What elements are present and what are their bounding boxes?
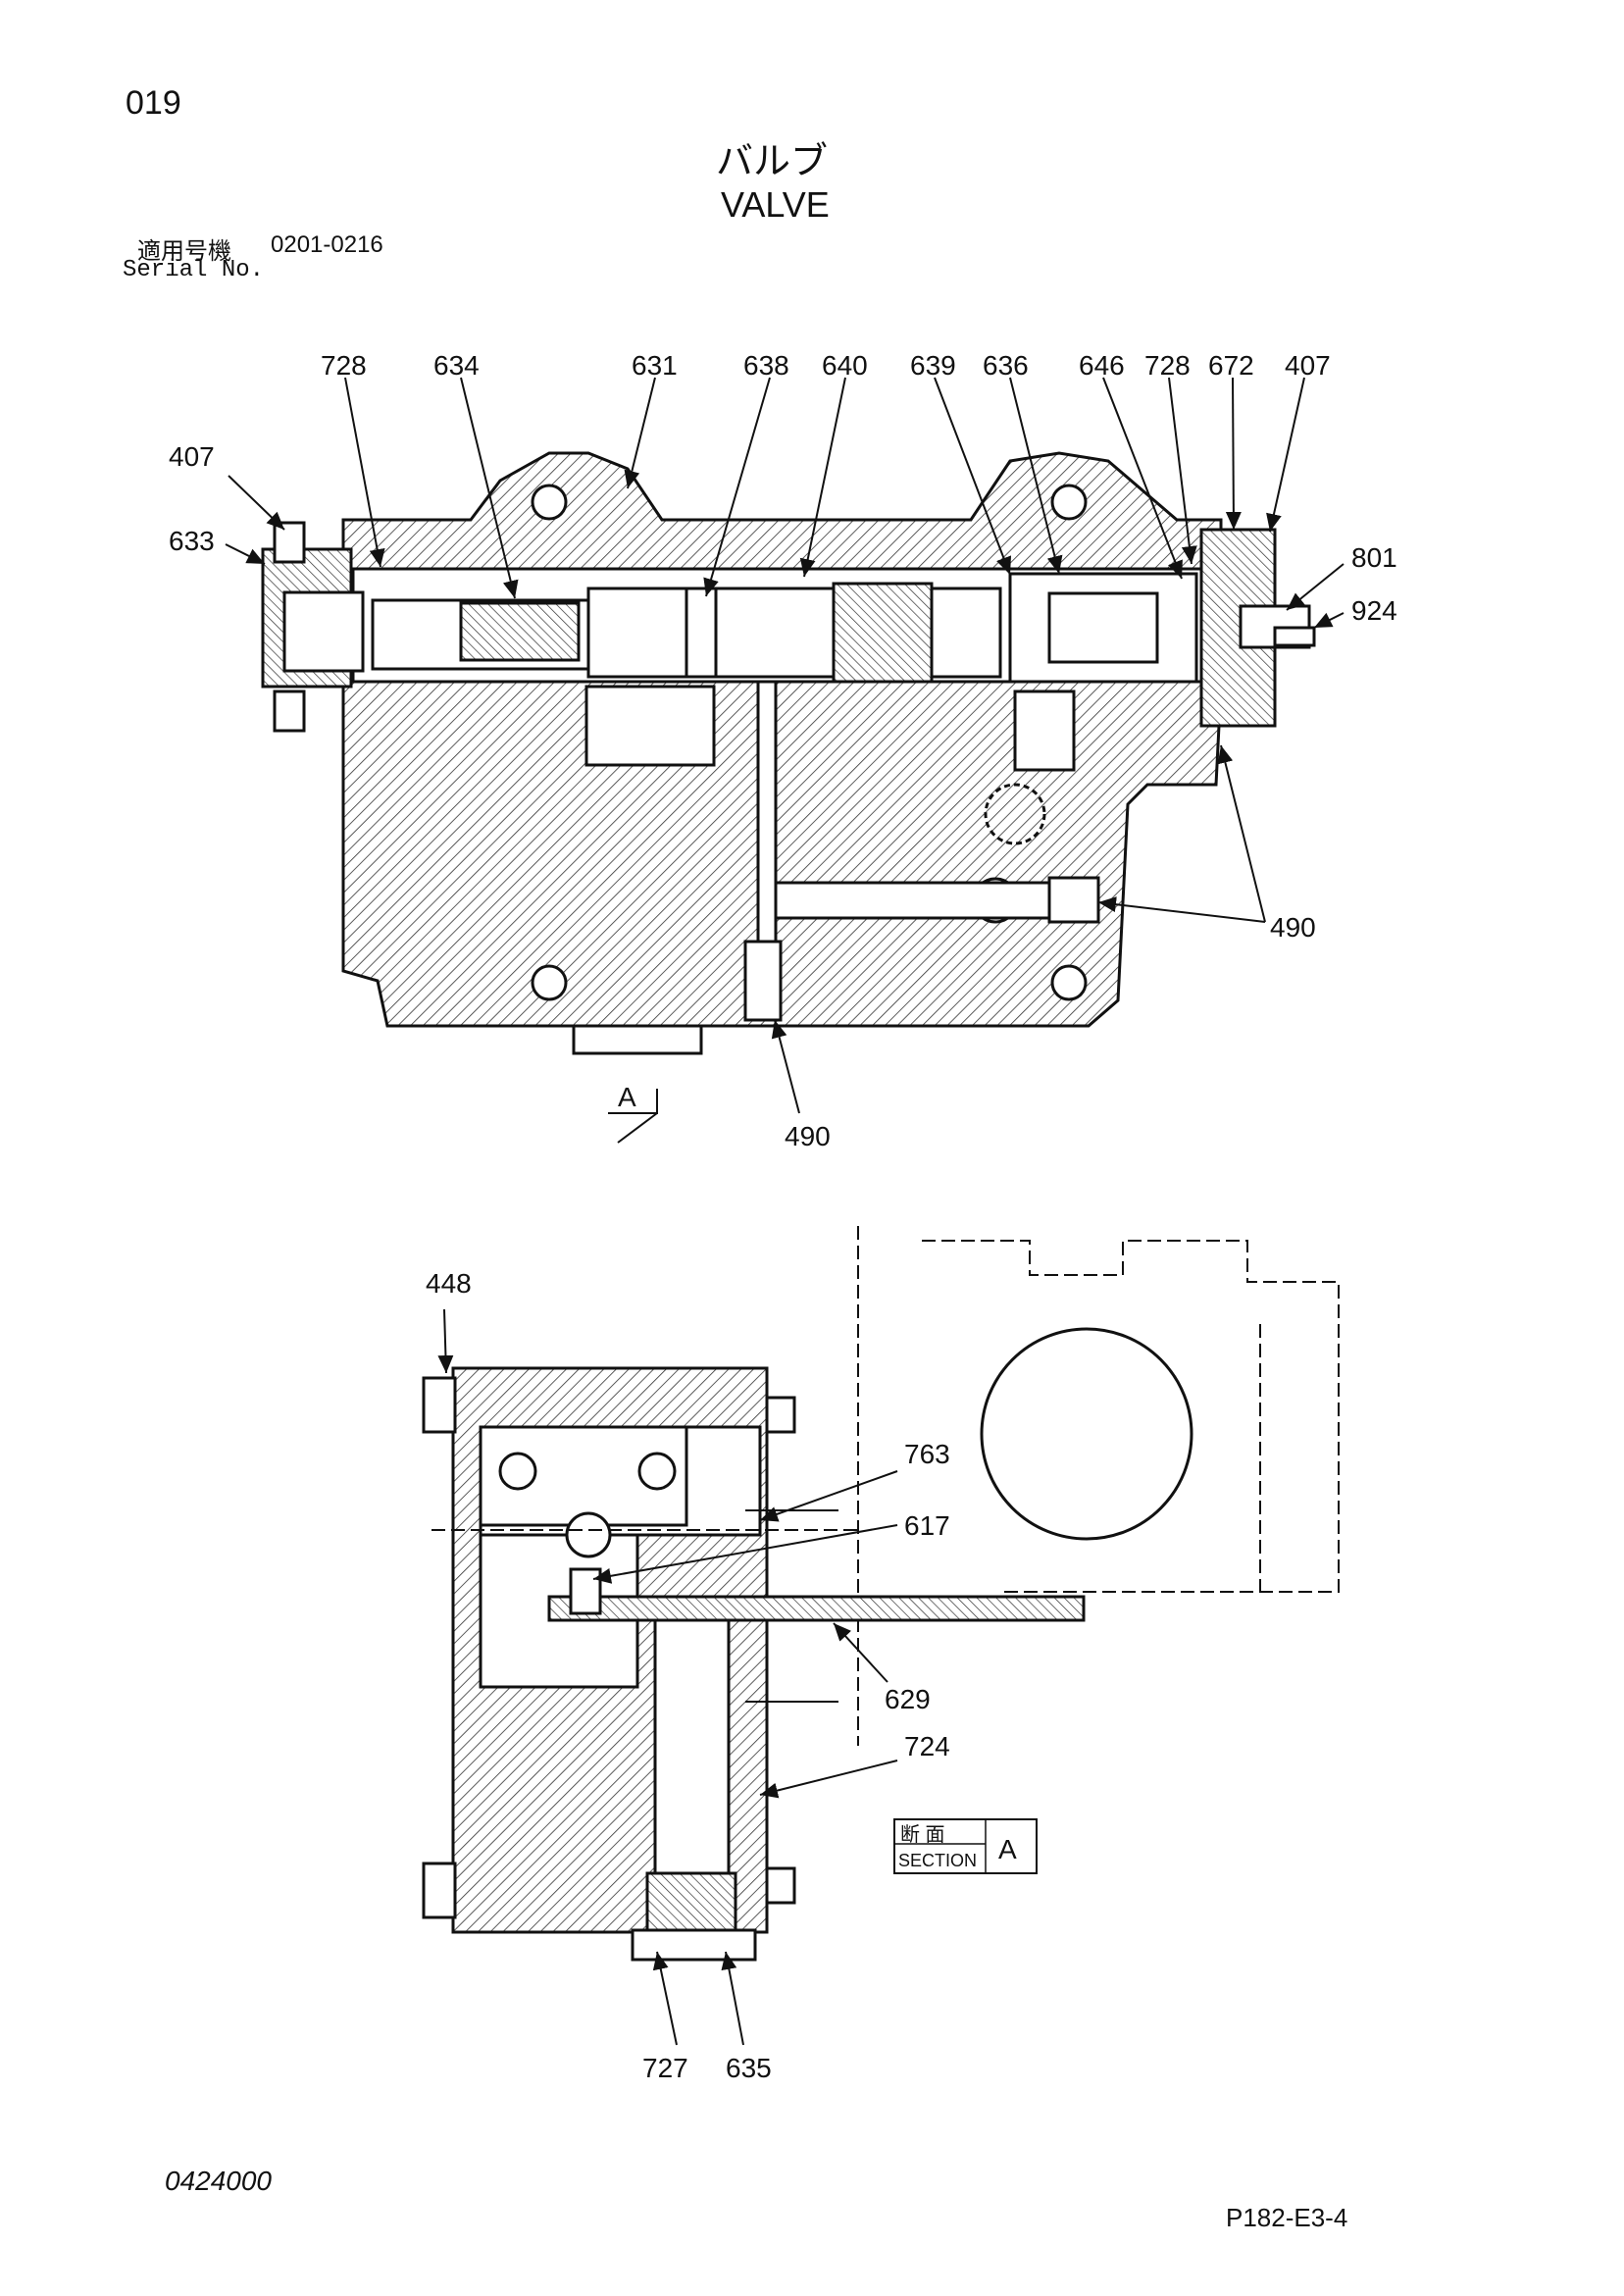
label-924: 924 bbox=[1351, 595, 1397, 626]
label-728-right: 728 bbox=[1144, 350, 1191, 381]
label-646: 646 bbox=[1079, 350, 1125, 381]
label-638: 638 bbox=[743, 350, 789, 381]
cap-screw bbox=[498, 1452, 537, 1491]
label-629: 629 bbox=[885, 1684, 931, 1714]
top-view bbox=[261, 451, 1316, 1144]
port-circle bbox=[980, 1327, 1193, 1541]
vertical-passage bbox=[756, 680, 778, 978]
label-636: 636 bbox=[983, 350, 1029, 381]
label-672: 672 bbox=[1208, 350, 1254, 381]
label-617: 617 bbox=[904, 1510, 950, 1541]
label-640: 640 bbox=[822, 350, 868, 381]
lever-plate bbox=[547, 1595, 1086, 1622]
label-724: 724 bbox=[904, 1731, 950, 1761]
applicable-label: 適用号機 bbox=[137, 238, 231, 265]
section-tag: 断 面 SECTION A bbox=[893, 1818, 1038, 1874]
top-labels: 728 634 631 638 640 639 636 646 728 672 … bbox=[169, 350, 1397, 1151]
cover-plate bbox=[479, 1425, 688, 1527]
section-view bbox=[422, 1226, 1340, 1962]
title-english: VALVE bbox=[721, 184, 830, 225]
label-635: 635 bbox=[726, 2053, 772, 2083]
serial-label: Serial No. bbox=[123, 257, 265, 283]
document-code: 0424000 bbox=[165, 2166, 273, 2196]
label-407-right: 407 bbox=[1285, 350, 1331, 381]
horizontal-passage bbox=[774, 881, 1091, 920]
label-407-left: 407 bbox=[169, 441, 215, 472]
label-448: 448 bbox=[426, 1268, 472, 1299]
section-tag-letter: A bbox=[998, 1834, 1017, 1864]
mating-body-outline bbox=[922, 1240, 1340, 1593]
section-tag-jp: 断 面 bbox=[900, 1823, 945, 1846]
plug bbox=[631, 1928, 757, 1962]
section-tag-en: SECTION bbox=[898, 1851, 977, 1870]
label-490-right: 490 bbox=[1270, 912, 1316, 943]
label-490-bottom: 490 bbox=[785, 1121, 831, 1151]
page-reference: P182-E3-4 bbox=[1226, 2203, 1348, 2232]
section-callout-lines bbox=[437, 1308, 898, 2046]
serial-range: 0201-0216 bbox=[271, 231, 383, 258]
label-728: 728 bbox=[321, 350, 367, 381]
page-number: 019 bbox=[126, 84, 181, 122]
spool bbox=[586, 587, 1002, 679]
title-japanese: バルブ bbox=[716, 141, 829, 182]
label-631: 631 bbox=[632, 350, 678, 381]
section-labels: 448 763 617 629 724 727 635 bbox=[426, 1268, 950, 2083]
label-634: 634 bbox=[433, 350, 480, 381]
valve-body bbox=[341, 451, 1223, 1028]
bolt-hole bbox=[531, 484, 568, 521]
section-mark-a: A bbox=[618, 1082, 636, 1112]
label-639: 639 bbox=[910, 350, 956, 381]
label-727: 727 bbox=[642, 2053, 688, 2083]
label-633: 633 bbox=[169, 526, 215, 556]
bottom-boss bbox=[572, 1024, 703, 1055]
label-801: 801 bbox=[1351, 542, 1397, 573]
label-763: 763 bbox=[904, 1439, 950, 1469]
shaft bbox=[653, 1618, 731, 1892]
top-callout-lines bbox=[225, 377, 1345, 1114]
